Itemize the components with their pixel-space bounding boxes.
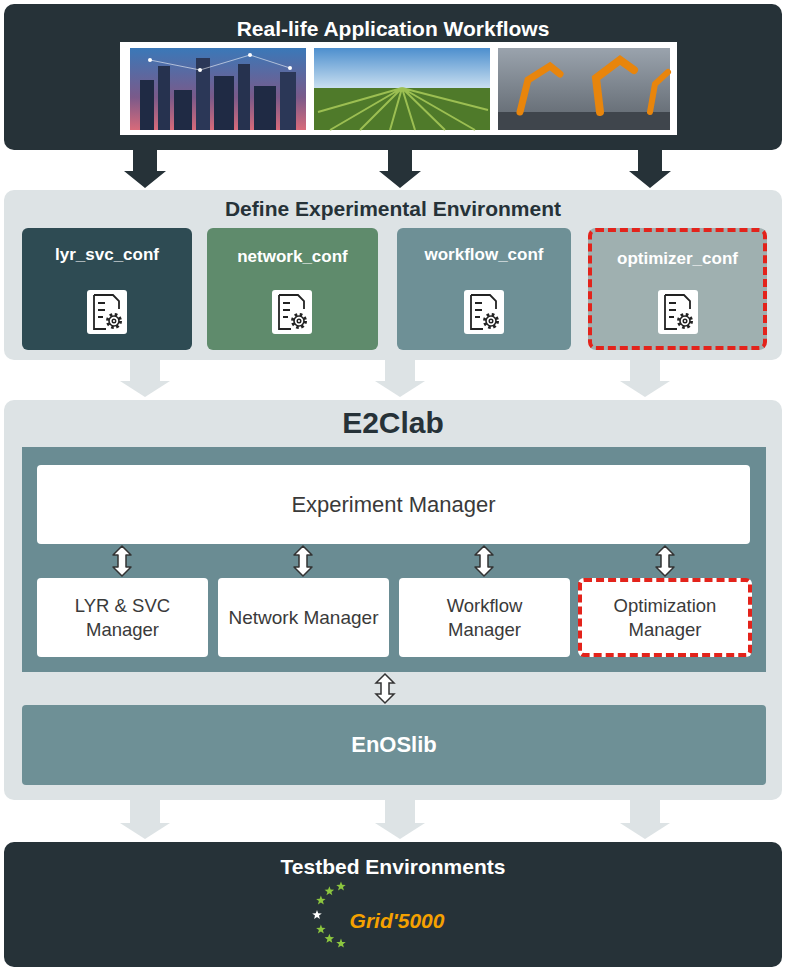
node-label: LYR & SVC Manager xyxy=(47,594,198,640)
testbed-band: Testbed EnvironmentsGrid'5000 xyxy=(4,842,782,967)
flow-arrow xyxy=(375,800,425,839)
node-label: Real-life Application Workflows xyxy=(237,16,550,42)
config-box: network_conf xyxy=(207,228,378,350)
flow-arrow xyxy=(124,150,166,188)
workflow-band: Real-life Application Workflows xyxy=(4,4,782,150)
manager-box: Workflow Manager xyxy=(399,578,570,657)
flow-arrow xyxy=(379,150,421,188)
flow-arrow xyxy=(375,360,425,397)
node-label: optimizer_conf xyxy=(617,248,738,269)
config-box: optimizer_conf xyxy=(588,228,767,350)
manager-box: Network Manager xyxy=(218,578,389,657)
node-label: lyr_svc_conf xyxy=(55,244,159,265)
node-label: EnOSlib xyxy=(351,731,437,759)
framework-panel: E2ClabExperiment ManagerLYR & SVC Manage… xyxy=(4,400,782,800)
node-label: workflow_conf xyxy=(424,244,543,265)
logo-text: Grid'5000 xyxy=(350,908,445,934)
node-label: Network Manager xyxy=(229,606,379,630)
node-label: Experiment Manager xyxy=(291,491,495,519)
flow-arrow xyxy=(120,360,170,397)
flow-arrow xyxy=(629,150,671,188)
flow-arrow xyxy=(620,360,670,397)
node-label: network_conf xyxy=(237,246,348,267)
manager-box: LYR & SVC Manager xyxy=(37,578,208,657)
node-label: Testbed Environments xyxy=(281,854,506,880)
node-label: Optimization Manager xyxy=(592,594,738,640)
flow-arrow xyxy=(620,800,670,839)
config-box: lyr_svc_conf xyxy=(22,228,192,350)
config-box: workflow_conf xyxy=(397,228,571,350)
node-label: E2Clab xyxy=(342,404,444,442)
node-label: Define Experimental Environment xyxy=(225,196,561,222)
node-label: Workflow Manager xyxy=(409,594,560,640)
library-box: EnOSlib xyxy=(22,705,766,785)
manager-box: Optimization Manager xyxy=(578,578,752,657)
environment-panel: Define Experimental Environment lyr_svc_c… xyxy=(4,190,782,360)
manager-box: Experiment Manager xyxy=(37,465,750,544)
flow-arrow xyxy=(120,800,170,839)
